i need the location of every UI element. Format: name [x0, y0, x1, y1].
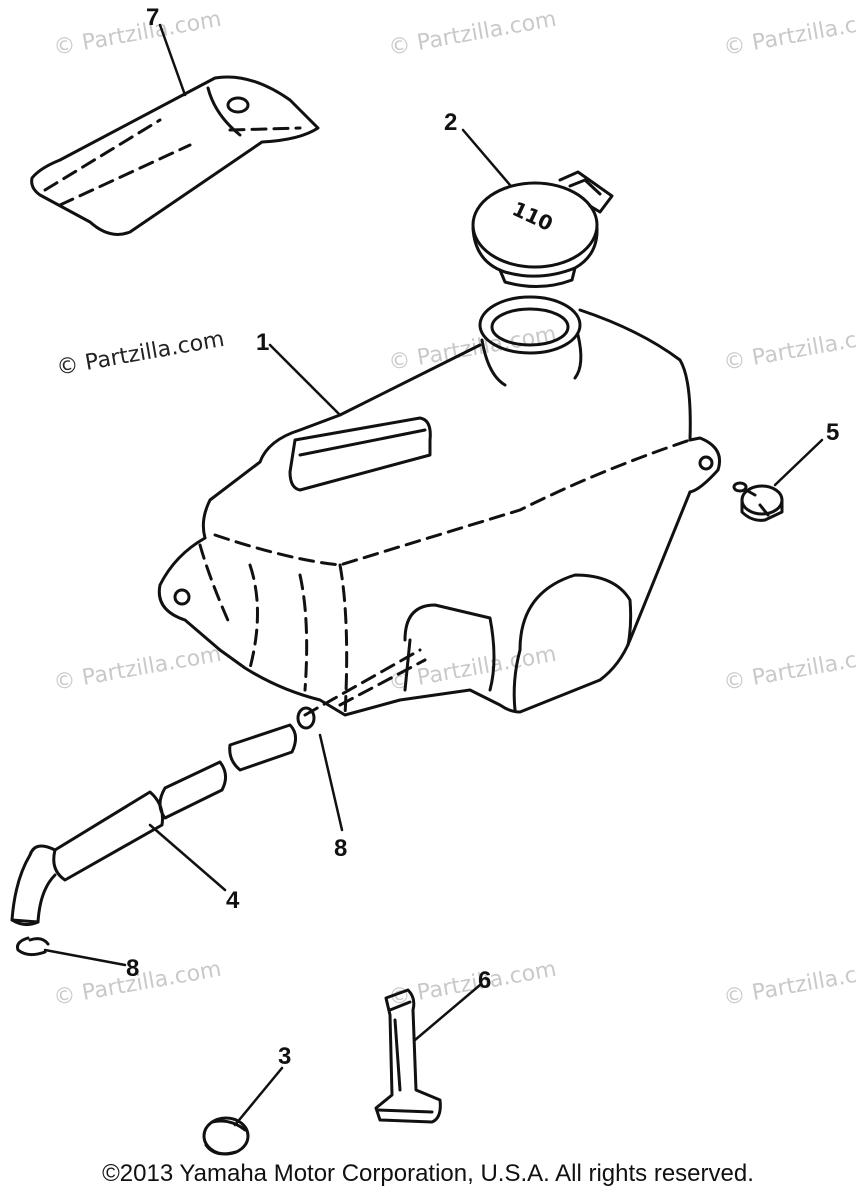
callout-part-5: 5: [826, 419, 839, 446]
watermark: © Partzilla.com: [52, 642, 224, 696]
watermark: © Partzilla.com: [722, 957, 856, 1011]
clip-icon: [16, 936, 50, 957]
copyright-notice: ©2013 Yamaha Motor Corporation, U.S.A. A…: [102, 1160, 754, 1187]
grommet-icon: [202, 1116, 250, 1156]
callout-part-1: 1: [256, 329, 269, 356]
leader-lines: [43, 23, 824, 1127]
callout-part-3: 3: [278, 1043, 291, 1070]
watermarks: © Partzilla.com © Partzilla.com © Partzi…: [52, 7, 856, 1011]
watermark: © Partzilla.com: [722, 642, 856, 696]
callout-part-8: 8: [126, 955, 139, 982]
watermark: © Partzilla.com: [52, 7, 224, 61]
tank-cap-icon: 110: [471, 170, 614, 289]
damper-icon: [374, 988, 442, 1124]
hose-icon: [10, 723, 297, 927]
callout-part-4: 4: [226, 887, 240, 914]
callouts: 7 2 1 5 8 4 8 6 3: [126, 4, 839, 1070]
callout-part-6: 6: [478, 967, 491, 994]
callout-part-7: 7: [146, 4, 159, 31]
callout-part-8: 8: [334, 835, 347, 862]
watermark: © Partzilla.com: [722, 322, 856, 376]
watermark: © Partzilla.com: [387, 7, 559, 61]
oil-tank-icon: [157, 295, 721, 717]
bolt-icon: [732, 481, 784, 522]
clip-icon: [296, 706, 316, 730]
watermark: © Partzilla.com: [722, 7, 856, 61]
band-icon: [30, 75, 320, 236]
cap-marking: 110: [509, 197, 557, 236]
watermark: © Partzilla.com: [387, 642, 559, 696]
watermark: © Partzilla.com: [55, 327, 227, 381]
callout-part-2: 2: [444, 109, 457, 136]
